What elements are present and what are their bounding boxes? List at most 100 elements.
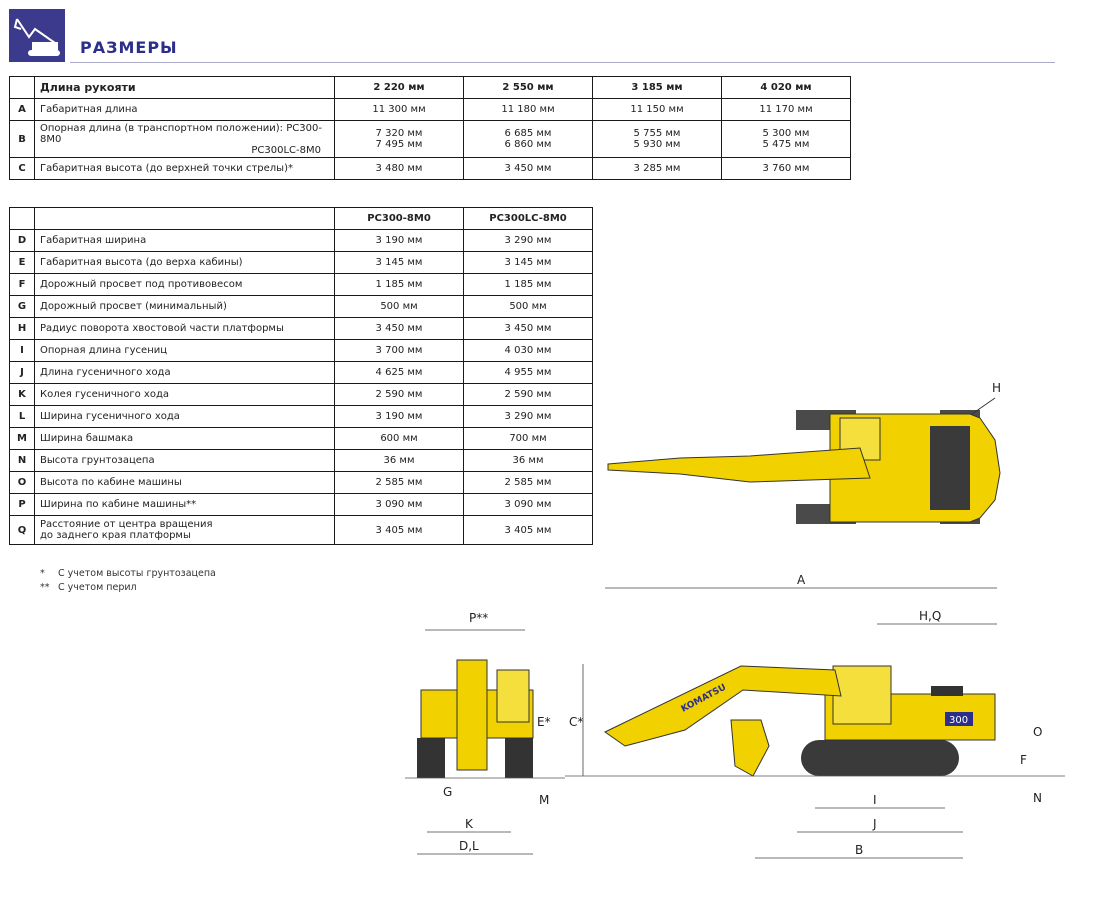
row-letter: Q	[9, 515, 35, 545]
model-badge-text: 300	[949, 715, 968, 726]
row-label: Ширина по кабине машины**	[34, 493, 335, 516]
row-label-line1: Расстояние от центра вращения	[40, 519, 213, 530]
col-header: 2 220 мм	[334, 76, 464, 99]
header-blank-label	[34, 207, 335, 230]
row-label: Габаритная длина	[34, 98, 335, 121]
cell-value: 500 мм	[334, 295, 464, 318]
row-label: Опорная длина гусениц	[34, 339, 335, 362]
cell-line2: 5 475 мм	[762, 139, 810, 150]
row-letter: H	[9, 317, 35, 340]
row-letter: C	[9, 157, 35, 180]
cell-value: 4 030 мм	[463, 339, 593, 362]
cell-value: 2 585 мм	[463, 471, 593, 494]
cell-value: 3 190 мм	[334, 405, 464, 428]
excavator-logo-icon	[9, 9, 65, 62]
cell-value: 3 090 мм	[463, 493, 593, 516]
arm-length-table: Длина рукояти 2 220 мм 2 550 мм 3 185 мм…	[9, 76, 851, 180]
cell-value: 3 405 мм	[334, 515, 464, 545]
cell-value: 2 590 мм	[334, 383, 464, 406]
table-header-row: PC300-8M0 PC300LC-8M0	[9, 207, 593, 230]
front-view-drawing: P** E* G M K D,L	[405, 611, 565, 855]
col-header: PC300LC-8M0	[463, 207, 593, 230]
cell-line2: 7 495 мм	[375, 139, 423, 150]
cell-value: 3 090 мм	[334, 493, 464, 516]
table-header-row: Длина рукояти 2 220 мм 2 550 мм 3 185 мм…	[9, 76, 851, 99]
footnote: **С учетом перил	[40, 581, 216, 595]
row-letter: M	[9, 427, 35, 450]
side-view-model-badge	[945, 712, 973, 726]
cell-value: 36 мм	[334, 449, 464, 472]
row-letter: G	[9, 295, 35, 318]
row-letter: J	[9, 361, 35, 384]
footnote-text: С учетом высоты грунтозацепа	[58, 568, 216, 579]
label-dl: D,L	[459, 839, 479, 853]
cell-value: 3 450 мм	[463, 317, 593, 340]
table-row: B Опорная длина (в транспортном положени…	[9, 120, 851, 158]
row-letter: B	[9, 120, 35, 158]
row-label: Колея гусеничного хода	[34, 383, 335, 406]
row-letter: O	[9, 471, 35, 494]
row-letter: I	[9, 339, 35, 362]
label-a: A	[797, 573, 806, 587]
col-header: 4 020 мм	[721, 76, 851, 99]
label-m: M	[539, 793, 549, 807]
side-view-cab	[832, 665, 892, 725]
side-view-bucket	[730, 719, 770, 777]
cell-value: 3 480 мм	[334, 157, 464, 180]
row-label: Дорожный просвет под противовесом	[34, 273, 335, 296]
header-divider	[70, 62, 1055, 63]
row-letter: E	[9, 251, 35, 274]
cell-value: 3 145 мм	[463, 251, 593, 274]
cell-value: 11 300 мм	[334, 98, 464, 121]
footnotes: * С учетом высоты грунтозацепа **С учетом…	[40, 567, 216, 595]
cell-value: 11 150 мм	[592, 98, 722, 121]
col-header: 3 185 мм	[592, 76, 722, 99]
row-letter: K	[9, 383, 35, 406]
front-view-cab	[496, 669, 530, 723]
row-letter: L	[9, 405, 35, 428]
side-view-tracks	[801, 740, 959, 776]
top-view-arm	[607, 447, 871, 483]
label-e: E*	[537, 715, 551, 729]
top-view-engine	[930, 426, 970, 510]
cell-value: 3 450 мм	[334, 317, 464, 340]
label-p: P**	[469, 611, 488, 625]
cell-line1: 6 685 мм	[504, 128, 552, 139]
label-f: F	[1020, 753, 1027, 767]
page-title: РАЗМЕРЫ	[80, 38, 178, 57]
label-o: O	[1033, 725, 1042, 739]
row-label: Дорожный просвет (минимальный)	[34, 295, 335, 318]
cell-value: 2 590 мм	[463, 383, 593, 406]
label-i: I	[873, 793, 877, 807]
cell-line2: 6 860 мм	[504, 139, 552, 150]
side-view-boom	[604, 665, 842, 747]
row-letter: P	[9, 493, 35, 516]
cell-value: 3 760 мм	[721, 157, 851, 180]
cell-value: 3 290 мм	[463, 405, 593, 428]
cell-value: 2 585 мм	[334, 471, 464, 494]
cell-value: 1 185 мм	[334, 273, 464, 296]
footnote-mark: *	[40, 568, 45, 579]
cell-value: 600 мм	[334, 427, 464, 450]
table-row: A Габаритная длина 11 300 мм 11 180 мм 1…	[9, 98, 851, 121]
row-label: Габаритная высота (до верха кабины)	[34, 251, 335, 274]
row-letter: A	[9, 98, 35, 121]
cell-value: 36 мм	[463, 449, 593, 472]
side-view-counterweight	[931, 686, 963, 696]
row-label: Ширина башмака	[34, 427, 335, 450]
row-label: Габаритная ширина	[34, 229, 335, 252]
cell-value: 3 290 мм	[463, 229, 593, 252]
cell-value: 4 955 мм	[463, 361, 593, 384]
